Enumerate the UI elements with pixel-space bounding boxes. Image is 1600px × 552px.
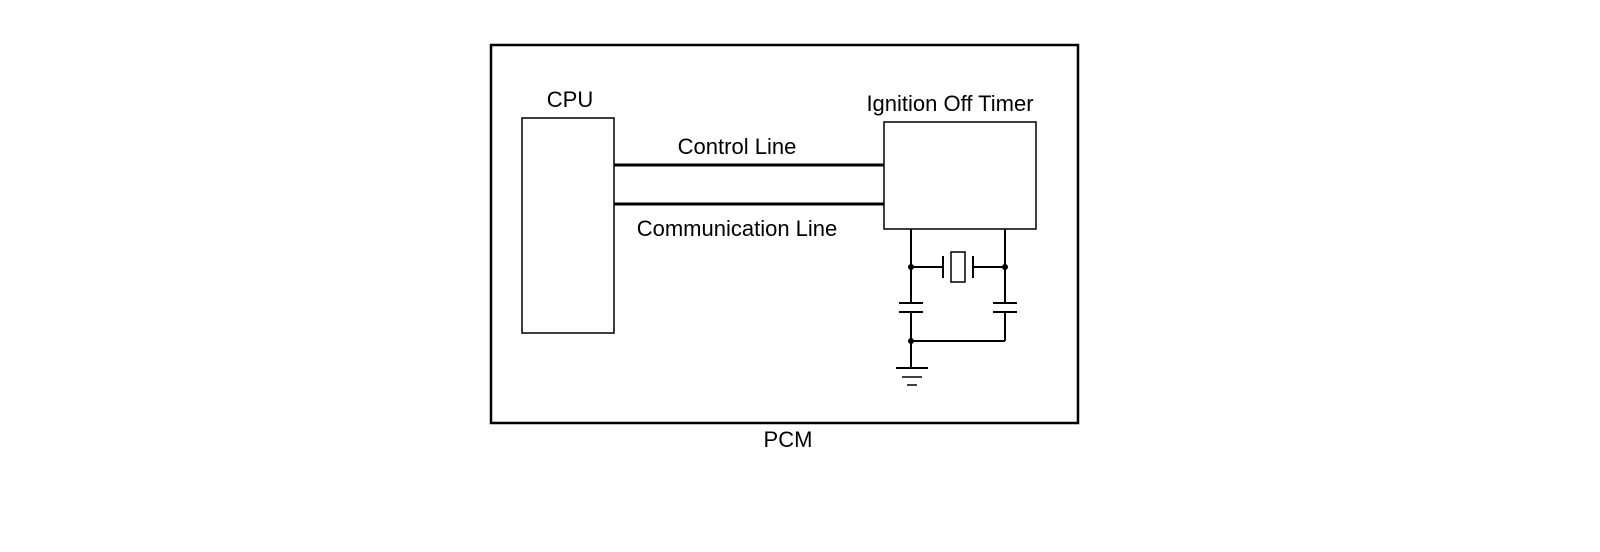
crystal-icon bbox=[942, 251, 974, 283]
pcm-enclosure bbox=[489, 43, 1080, 425]
ignition-off-timer-block bbox=[883, 121, 1037, 230]
junction-dots bbox=[908, 264, 1008, 344]
ignition-off-timer-label: Ignition Off Timer bbox=[866, 91, 1033, 116]
pcm-label: PCM bbox=[764, 427, 813, 452]
oscillator-circuit bbox=[896, 229, 1017, 386]
communication-line-label: Communication Line bbox=[637, 216, 838, 241]
cpu-label: CPU bbox=[547, 87, 593, 112]
control-line-label: Control Line bbox=[678, 134, 797, 159]
cpu-block bbox=[521, 117, 615, 334]
